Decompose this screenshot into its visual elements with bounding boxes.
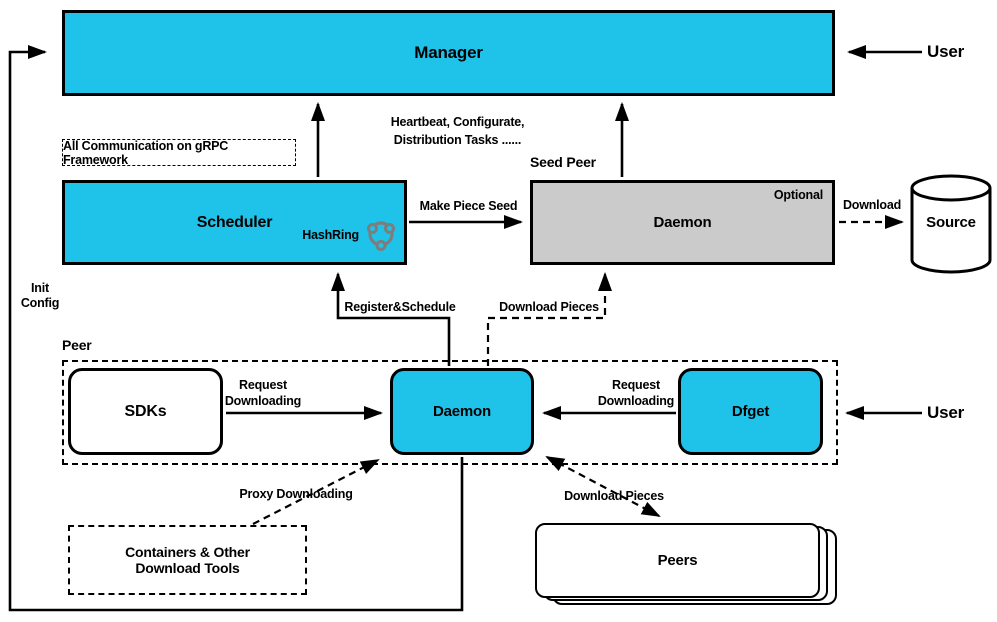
- request-dfget-line2: Downloading: [597, 394, 675, 409]
- node-containers: Containers & Other Download Tools: [68, 525, 307, 595]
- node-manager: Manager: [62, 10, 835, 96]
- seed-peer-group-label: Seed Peer: [530, 154, 596, 170]
- dfget-label: Dfget: [731, 403, 770, 420]
- arrow-download-pieces-to-seed: [486, 272, 612, 366]
- node-sdks: SDKs: [68, 368, 223, 455]
- init-config-label: Init Config: [14, 281, 66, 311]
- request-downloading-dfget-label: Request Downloading: [576, 377, 696, 410]
- optional-tag: Optional: [773, 188, 823, 202]
- peers-stack-front: Peers: [535, 523, 820, 598]
- grpc-note-label: All Communication on gRPC Framework: [63, 138, 229, 167]
- seed-daemon-label: Daemon: [653, 214, 712, 231]
- hashring-badge: HashRing: [302, 218, 398, 252]
- proxy-downloading-label: Proxy Downloading: [239, 487, 353, 501]
- arrow-download-pieces-peers: [545, 456, 661, 517]
- init-config-line2: Config: [20, 296, 60, 310]
- containers-label: Containers & Other Download Tools: [125, 544, 250, 576]
- hashring-label: HashRing: [302, 228, 359, 242]
- node-scheduler: Scheduler HashRing: [62, 180, 407, 265]
- download-pieces-peers-label: Download Pieces: [564, 489, 664, 503]
- hashring-icon: [367, 221, 395, 251]
- peer-daemon-label: Daemon: [433, 403, 491, 420]
- request-sdk-line1: Request: [239, 378, 287, 392]
- peers-label: Peers: [657, 552, 698, 569]
- containers-label-line1: Containers & Other: [125, 544, 250, 560]
- request-dfget-line1: Request: [612, 378, 660, 392]
- scheduler-label: Scheduler: [196, 213, 273, 231]
- node-seed-daemon: Optional Daemon: [530, 180, 835, 265]
- containers-label-line2: Download Tools: [135, 560, 240, 576]
- sdks-label: SDKs: [124, 402, 167, 420]
- manager-label: Manager: [414, 43, 483, 62]
- database-icon: [910, 174, 992, 274]
- download-source-label: Download: [842, 198, 902, 212]
- arrow-register-schedule: [331, 272, 451, 366]
- register-schedule-label: Register&Schedule: [344, 300, 456, 314]
- peer-group-box: [62, 360, 838, 465]
- node-dfget: Dfget: [678, 368, 823, 455]
- node-peer-daemon: Daemon: [390, 368, 534, 455]
- request-downloading-sdk-label: Request Downloading: [203, 377, 323, 410]
- grpc-note: All Communication on gRPC Framework: [62, 138, 296, 167]
- peer-group-label: Peer: [62, 337, 92, 353]
- arrow-init-config-loop: [8, 45, 464, 612]
- heartbeat-edge-label: Heartbeat, Configurate, Distribution Tas…: [370, 113, 545, 149]
- user-bottom-label: User: [927, 403, 965, 422]
- heartbeat-line1: Heartbeat, Configurate,: [390, 115, 525, 129]
- init-config-line1: Init: [31, 281, 49, 295]
- request-sdk-line2: Downloading: [224, 394, 302, 409]
- user-top-label: User: [927, 42, 965, 61]
- download-pieces-seed-label: Download Pieces: [499, 300, 599, 314]
- make-piece-seed-label: Make Piece Seed: [419, 199, 518, 213]
- heartbeat-line2: Distribution Tasks ......: [393, 133, 522, 148]
- source-label: Source: [926, 214, 976, 231]
